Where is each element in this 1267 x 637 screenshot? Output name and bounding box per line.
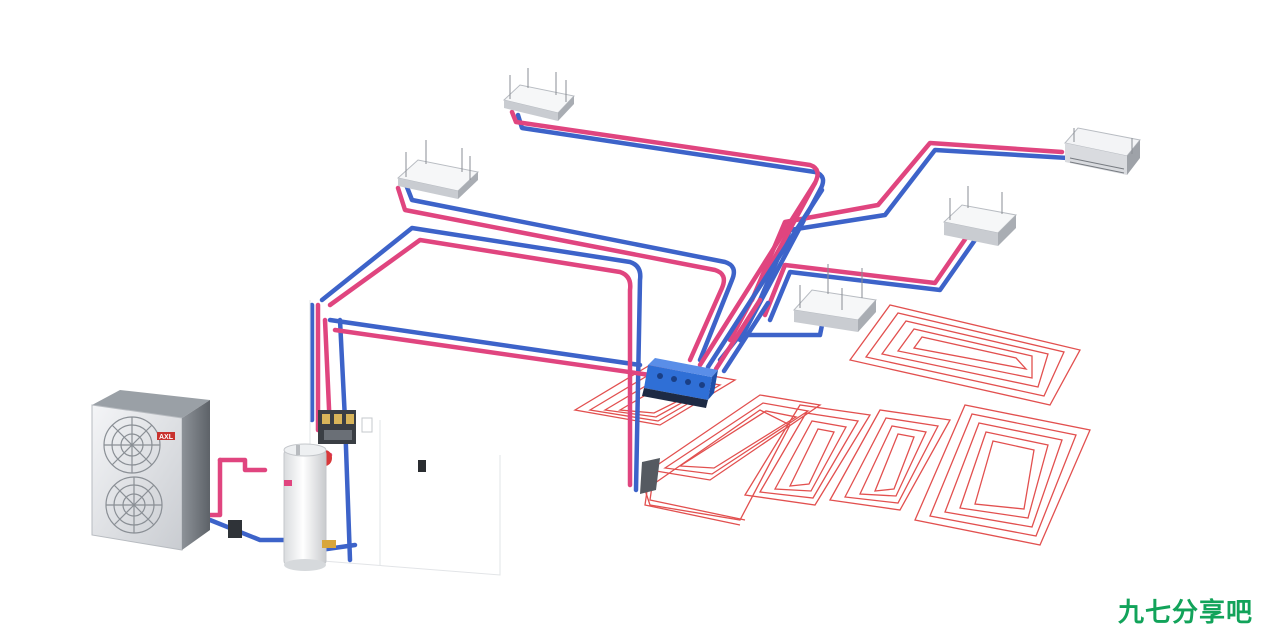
hydraulic-module: [318, 410, 356, 466]
floor-heating-coils: [573, 304, 1091, 546]
floor-heating-manifold: [642, 358, 718, 408]
brand-label: AXL: [159, 434, 174, 441]
floor-coil-zone-c: [743, 404, 872, 506]
watermark-text: 九七分享吧: [1117, 598, 1253, 628]
fan-grille-top: [103, 416, 161, 474]
floor-coil-zone-d: [828, 409, 952, 511]
floor-coil-zone-e: [914, 404, 1091, 546]
fan-grille-bottom: [105, 476, 163, 534]
fan-coil-unit-3: [1064, 127, 1141, 175]
wall-outline: [309, 300, 501, 576]
floor-coil-zone-f: [848, 304, 1081, 406]
coil-distributor-small: [640, 458, 660, 494]
hot-supply-pipes: [207, 109, 1065, 518]
brand-badge: [157, 432, 175, 440]
wall-controller: [361, 417, 426, 472]
floor-coil-zone-b: [644, 394, 822, 521]
fan-coil-unit-2: [396, 140, 480, 199]
fan-coil-unit-4: [942, 186, 1018, 246]
fan-coil-unit-5: [793, 264, 877, 332]
outdoor-heat-pump-unit: AXL: [91, 390, 242, 551]
pipe-network: [207, 109, 1071, 563]
manifold-bundle: [697, 180, 825, 374]
fan-coil-unit-1: [502, 68, 575, 121]
hot-water-tank: [283, 443, 336, 571]
